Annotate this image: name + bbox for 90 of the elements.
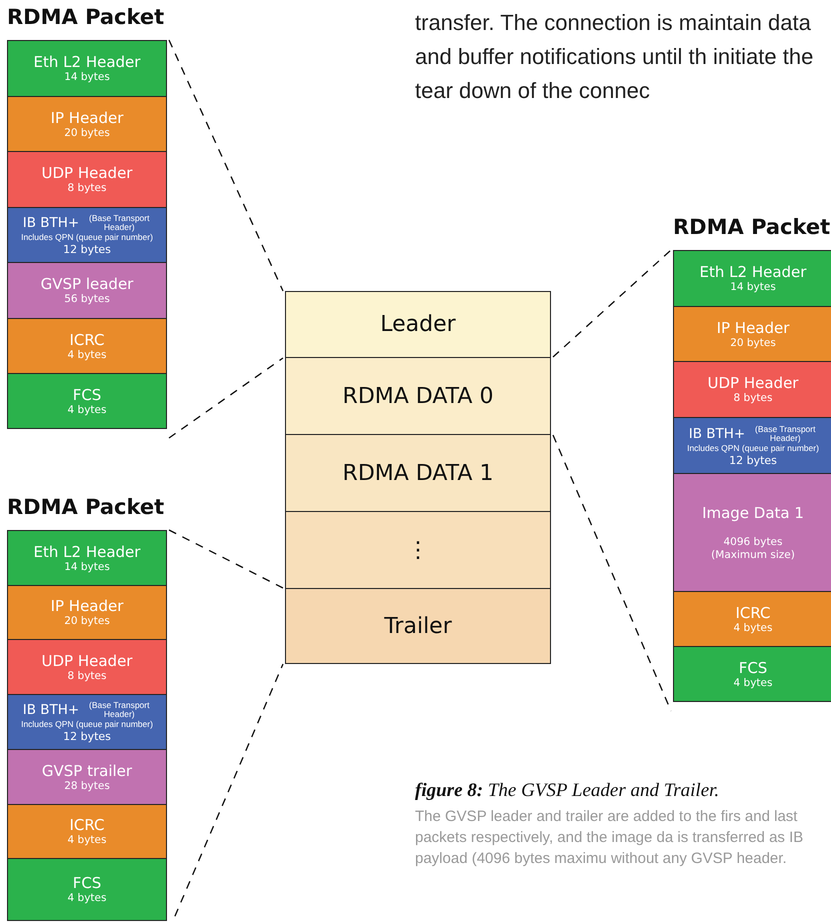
- header-field: [673, 306, 831, 362]
- byte-size: 12 bytes: [63, 243, 111, 256]
- byte-size: 8 bytes: [68, 182, 106, 195]
- packet-title: RDMA Packet: [7, 5, 164, 29]
- frame-segment: [285, 291, 551, 358]
- field-name: Image Data 1: [702, 504, 804, 522]
- connector-line: [552, 250, 672, 358]
- byte-size: 12 bytes: [63, 730, 111, 743]
- body-text: transfer. The connection is maintain data and buffer notifications until th initiate the tear down of the connec: [415, 9, 814, 105]
- frame-segment: [285, 511, 551, 589]
- header-field: [673, 590, 831, 648]
- header-field: [673, 361, 831, 418]
- segment-label: Trailer: [384, 614, 452, 638]
- byte-size: 4 bytes: [734, 622, 772, 634]
- field-name: IP Header: [50, 597, 124, 615]
- byte-size: 4 bytes: [68, 348, 106, 362]
- header-field: [7, 40, 167, 97]
- field-name: ICRC: [69, 330, 105, 348]
- field-note: (Base Transport Header): [88, 214, 150, 232]
- byte-size: 8 bytes: [734, 392, 772, 405]
- field-name: IB BTH+: [22, 214, 80, 232]
- field-name: ICRC: [735, 604, 771, 622]
- field-name: Eth L2 Header: [34, 542, 140, 560]
- header-field: [7, 373, 167, 429]
- byte-size: 20 bytes: [64, 615, 110, 628]
- byte-size: 12 bytes: [729, 454, 777, 466]
- byte-size: 14 bytes: [730, 281, 776, 294]
- byte-size: 8 bytes: [68, 670, 106, 682]
- byte-size: 4 bytes: [734, 676, 772, 690]
- field-name: IB BTH+: [688, 424, 746, 442]
- header-field: [7, 749, 167, 805]
- field-name: Eth L2 Header: [34, 53, 140, 71]
- byte-size: 4096 bytes (Maximum size): [710, 536, 796, 562]
- byte-size: 14 bytes: [64, 560, 110, 574]
- byte-size: 20 bytes: [730, 336, 776, 350]
- field-name: GVSP trailer: [42, 762, 132, 780]
- byte-size: 20 bytes: [64, 126, 110, 140]
- frame-segment: [285, 588, 551, 664]
- field-name: FCS: [72, 874, 102, 892]
- connector-line: [168, 40, 284, 292]
- byte-size: 28 bytes: [64, 780, 110, 792]
- segment-label: RDMA DATA 1: [342, 460, 494, 486]
- field-note: Includes QPN (queue pair number): [21, 232, 153, 243]
- header-field: [673, 473, 831, 592]
- header-field: [7, 639, 167, 695]
- header-field: [673, 416, 831, 474]
- header-field: [7, 96, 167, 152]
- segment-label: RDMA DATA 0: [342, 384, 494, 408]
- byte-size: 4 bytes: [68, 892, 106, 905]
- connector-line: [168, 529, 284, 589]
- header-field: [7, 858, 167, 921]
- byte-size: 4 bytes: [68, 404, 106, 416]
- connector-line: [552, 434, 672, 712]
- segment-label: Leader: [380, 312, 456, 337]
- caption-text: The GVSP leader and trailer are added to the firs and last packets respectively, and the image da is transferred as IB payload (4096 bytes maximu without any GVSP header.: [415, 807, 804, 869]
- frame-segment: [285, 357, 551, 435]
- field-name: UDP Header: [42, 164, 132, 182]
- header-field: [7, 694, 167, 750]
- field-note: Includes QPN (queue pair number): [21, 719, 153, 730]
- field-name: UDP Header: [42, 652, 132, 670]
- field-name: IP Header: [716, 318, 790, 336]
- byte-size: 14 bytes: [64, 71, 110, 84]
- field-name: FCS: [738, 658, 768, 676]
- field-name: ICRC: [69, 816, 105, 834]
- field-note: Includes QPN (queue pair number): [687, 442, 819, 454]
- field-name: UDP Header: [708, 374, 798, 392]
- byte-size: 56 bytes: [64, 293, 110, 306]
- field-note: (Base Transport Header): [88, 701, 150, 719]
- header-field: [7, 584, 167, 640]
- header-field: [7, 206, 167, 264]
- field-name: IP Header: [50, 108, 124, 126]
- connector-line: [168, 357, 284, 439]
- header-field: [7, 262, 167, 319]
- field-note: (Base Transport Header): [754, 424, 816, 442]
- header-field: [7, 530, 167, 586]
- packet-title: RDMA Packet: [673, 215, 830, 239]
- frame-segment: [285, 434, 551, 512]
- field-name: IB BTH+: [22, 701, 80, 719]
- byte-size: 4 bytes: [68, 834, 106, 847]
- header-field: [7, 804, 167, 860]
- field-name: GVSP leader: [40, 275, 134, 293]
- packet-title: RDMA Packet: [7, 495, 164, 519]
- header-field: [7, 318, 167, 374]
- figure-caption: figure 8: The GVSP Leader and Trailer.: [415, 780, 720, 802]
- header-field: [7, 151, 167, 208]
- segment-label: ⋮: [407, 538, 429, 562]
- header-field: [673, 646, 831, 702]
- field-name: Eth L2 Header: [700, 263, 806, 281]
- field-name: FCS: [72, 386, 102, 404]
- header-field: [673, 250, 831, 307]
